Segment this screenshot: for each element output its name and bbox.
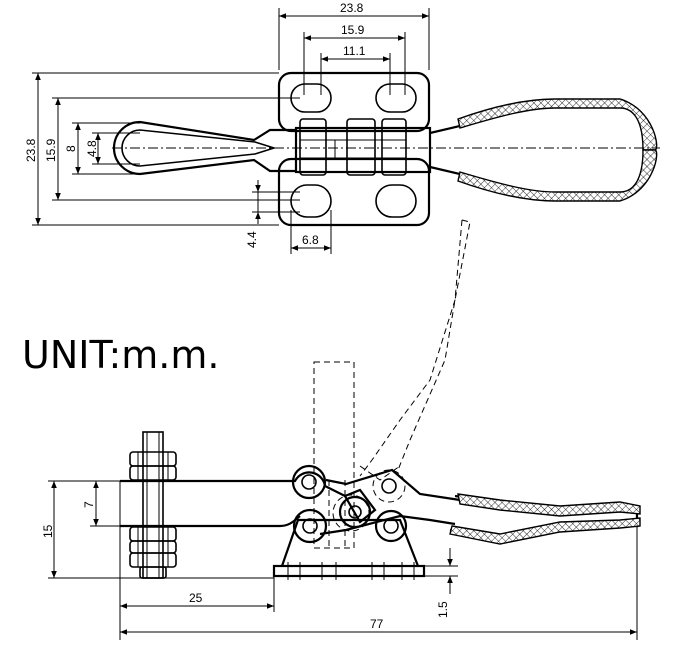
dim-height-holes: 15.9 xyxy=(44,138,58,162)
handle-grip-side xyxy=(457,493,641,517)
link-arm xyxy=(325,468,461,502)
dim-hole-diameter: 4.4 xyxy=(245,231,259,248)
handle-open-position xyxy=(397,219,471,471)
dim-width-overall: 23.8 xyxy=(340,1,364,15)
dim-hole-offset: 6.8 xyxy=(302,233,319,247)
dim-arm-height: 7 xyxy=(82,501,96,508)
dim-base-thickness: 1.5 xyxy=(436,601,450,618)
clamp-arm-slot xyxy=(121,129,277,167)
top-view: 23.8 15.9 11.1 23.8 15.9 8 4.8 4.4 xyxy=(24,1,660,254)
dim-slot-width: 8 xyxy=(64,145,78,152)
side-view: 15 7 25 1.5 77 xyxy=(41,219,641,640)
dim-bolt-offset: 25 xyxy=(189,591,203,605)
hidden-arm-outline xyxy=(313,361,355,549)
dim-slot-inner: 4.8 xyxy=(85,140,99,157)
clamp-bolt xyxy=(129,431,177,579)
dim-hole-spacing-inner: 11.1 xyxy=(343,44,366,58)
dim-base-height: 15 xyxy=(41,524,55,538)
dim-height-overall: 23.8 xyxy=(24,138,38,162)
bracket xyxy=(280,518,420,567)
top-plate-upper xyxy=(277,71,431,133)
dim-total-length: 77 xyxy=(370,617,384,631)
handle-grip-top xyxy=(457,98,658,151)
dim-hole-spacing-outer: 15.9 xyxy=(341,23,365,37)
base-plate xyxy=(272,564,426,578)
unit-label: UNIT:m.m. xyxy=(22,333,219,377)
center-body xyxy=(294,126,432,174)
mounting-slots xyxy=(290,83,417,218)
